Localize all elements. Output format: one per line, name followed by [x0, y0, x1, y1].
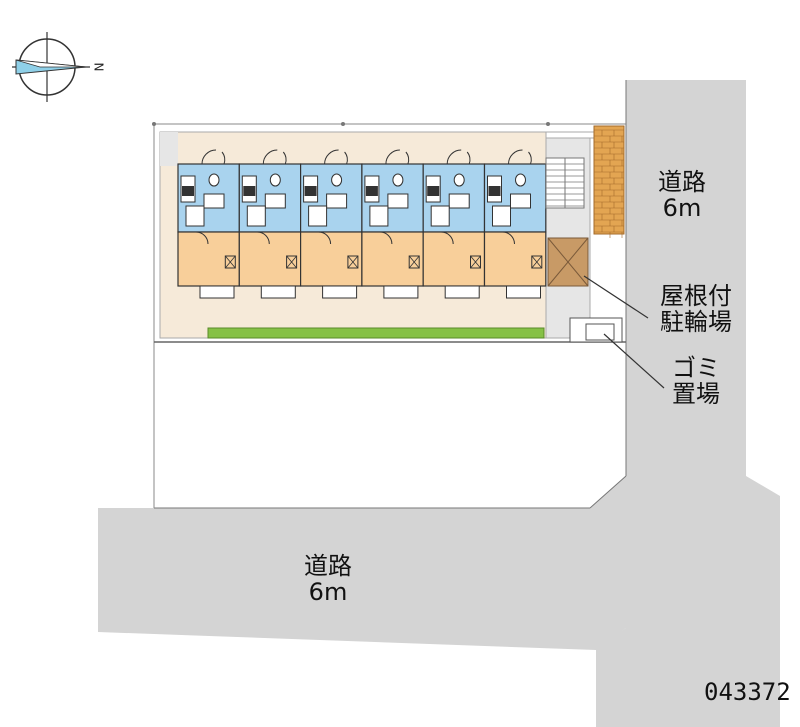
apartment-unit — [300, 149, 363, 299]
road-south-name: 道路 — [304, 552, 352, 580]
apartment-unit — [483, 149, 547, 299]
road-east-width: 6m — [662, 193, 702, 222]
apartment-unit — [177, 149, 240, 299]
stairs — [545, 157, 585, 209]
garbage-leader-line — [603, 333, 665, 389]
map-id-number: 043372 — [704, 678, 791, 706]
garbage-label: ゴミ 置場 — [664, 354, 728, 408]
apartment-unit — [361, 149, 424, 299]
apartment-unit — [422, 149, 486, 299]
compass — [12, 32, 90, 102]
road-south-width: 6m — [308, 577, 348, 606]
compass-north-letter: N — [91, 62, 106, 72]
apartment-unit — [238, 149, 302, 299]
garbage-area — [569, 317, 623, 343]
road-east-name: 道路 — [658, 168, 706, 196]
bicycle-parking — [547, 237, 589, 287]
garbage-line1: ゴミ — [672, 354, 720, 382]
bicycle-parking-label: 屋根付 駐輪場 — [648, 282, 744, 336]
garbage-line2: 置場 — [672, 379, 720, 408]
bicycle-parking-line2: 駐輪場 — [660, 307, 732, 336]
hedge — [207, 327, 545, 339]
road-east-label: 道路 6m — [650, 168, 714, 222]
road-south-label: 道路 6m — [296, 552, 360, 606]
bicycle-parking-line1: 屋根付 — [660, 282, 732, 310]
bicycle-leader-line — [583, 275, 649, 319]
road-south — [98, 476, 626, 650]
brick-stair-wall — [593, 125, 625, 235]
road-east — [596, 80, 780, 727]
building — [177, 149, 547, 299]
